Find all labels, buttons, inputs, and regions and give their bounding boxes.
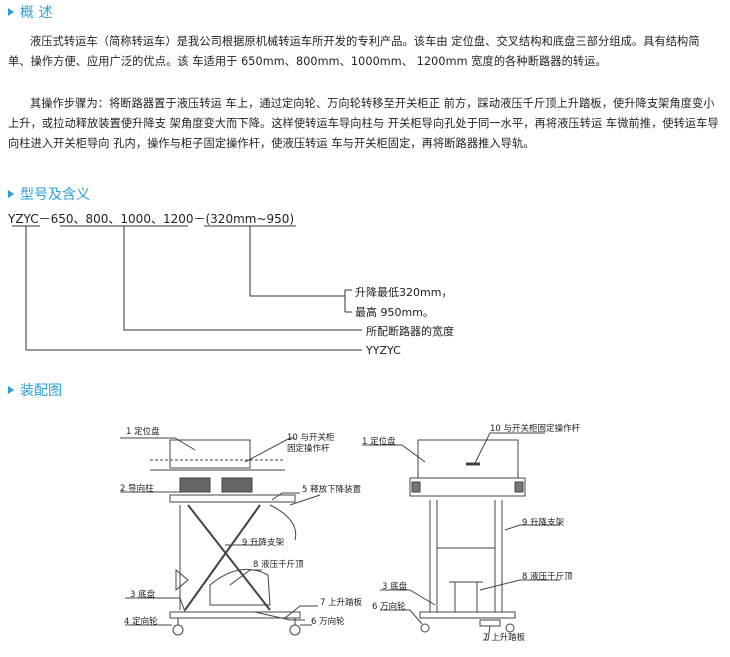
leader-width: [123, 226, 362, 331]
left-label-10a: 10 与开关柜: [287, 433, 335, 443]
lift-label-line1: 升降最低320mm，: [355, 286, 453, 299]
overview-title: 概 述: [20, 5, 53, 21]
right-label-10: 10 与开关柜固定操作杆: [490, 424, 581, 434]
leader-prefix: [25, 226, 362, 351]
top-frame-left: [169, 494, 296, 503]
pedal-left: [254, 611, 305, 621]
left-side-view: [150, 439, 321, 636]
fixed-wheel: [172, 624, 184, 636]
triangle-bullet-icon: [8, 190, 14, 198]
front-view: [409, 439, 526, 633]
positioning-plate-right: [417, 439, 519, 479]
top-frame-right: [409, 477, 526, 497]
chassis-left: [169, 611, 301, 619]
lift-label-line2: 最高 950mm。: [355, 306, 434, 319]
left-label-9: 9 升降支架: [242, 538, 285, 548]
guide-post-right: [221, 477, 253, 493]
model-title: 型号及含义: [20, 187, 90, 203]
left-label-10b: 固定操作杆: [287, 444, 330, 454]
right-label-6: 6 万向轮: [372, 602, 406, 612]
left-label-6: 6 万向轮: [311, 617, 345, 627]
jack-left: [209, 568, 271, 606]
caster-wheel: [289, 624, 301, 636]
left-label-5: 5 释放下降装置: [302, 485, 362, 495]
leader-lift: [249, 226, 345, 297]
right-label-8: 8 液压千斤顶: [522, 572, 573, 582]
triangle-bullet-icon: [8, 8, 14, 16]
model-code: YZYC－650、800、1000、1200－(320mm~950): [8, 212, 295, 226]
left-label-3: 3 底盘: [130, 590, 156, 600]
triangle-bullet-icon: [8, 386, 14, 394]
section-title-model: 型号及含义: [8, 184, 90, 204]
jack-right: [454, 581, 478, 613]
guide-post-left: [179, 477, 211, 493]
left-label-8: 8 液压千斤顶: [253, 560, 304, 570]
section-title-overview: 概 述: [8, 2, 52, 22]
left-label-1: 1 定位盘: [126, 427, 160, 437]
scissor-arm-2: [184, 504, 261, 611]
right-label-3: 3 底盘: [382, 582, 408, 592]
section-title-assembly: 装配图: [8, 380, 62, 400]
overview-paragraph-2: 其操作步骤为：将断路器置于液压转运 车上，通过定向轮、万向轮转移至开关柜正 前方…: [8, 97, 719, 150]
left-label-4: 4 定向轮: [124, 617, 158, 627]
width-label: 所配断路器的宽度: [366, 325, 454, 338]
prefix-label: YYZYC: [366, 344, 401, 357]
scissor-arm-1: [187, 504, 271, 611]
right-label-1: 1 定位盘: [362, 437, 396, 447]
caster-right: [420, 623, 430, 633]
right-label-9: 9 升降支架: [522, 518, 565, 528]
chassis-right: [419, 611, 516, 619]
caster-right-2: [505, 623, 515, 633]
overview-paragraph-1: 液压式转运车（简称转运车）是我公司根据原机械转运车所开发的专利产品。该车由 定位…: [8, 35, 700, 68]
pedal-right: [479, 619, 501, 627]
left-label-7: 7 上升踏板: [320, 598, 363, 608]
left-label-2: 2 导向柱: [120, 484, 154, 494]
positioning-plate-left: [169, 439, 251, 469]
assembly-title: 装配图: [20, 383, 62, 399]
right-label-7: 7 上升踏板: [483, 633, 526, 643]
